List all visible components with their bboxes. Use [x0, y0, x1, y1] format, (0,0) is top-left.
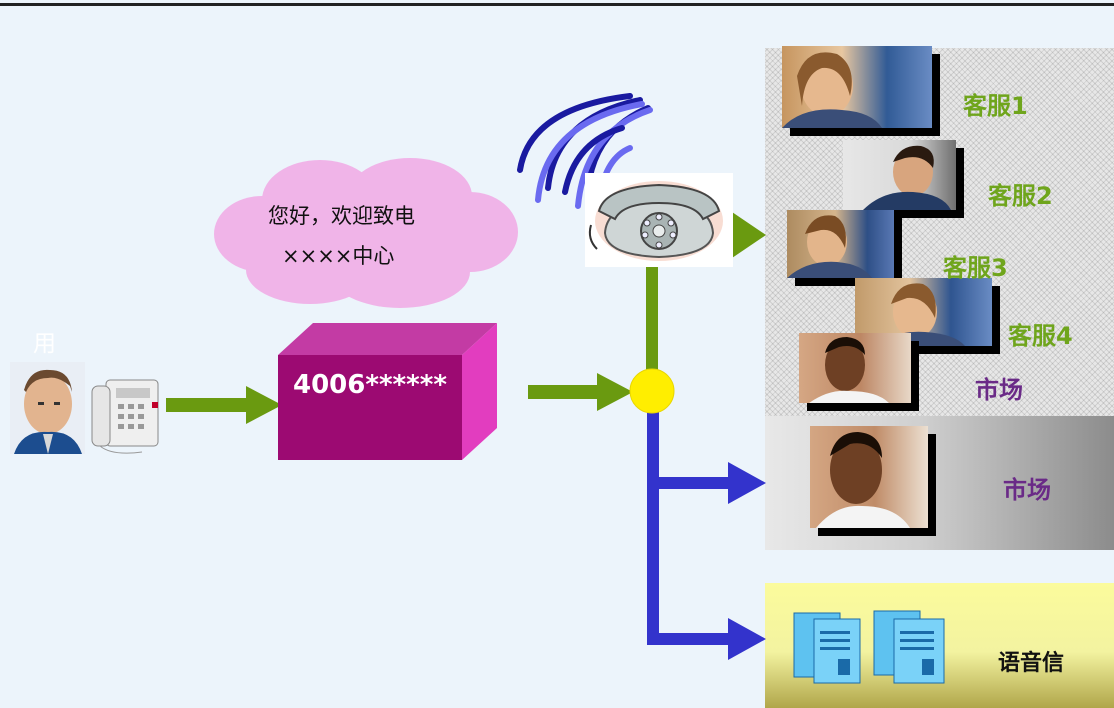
greeting-cloud: [214, 158, 518, 308]
line-junction-to-phone: [646, 266, 658, 372]
agent-photo-5: [799, 333, 911, 403]
marketing-photo: [810, 426, 928, 528]
marketing-label: 市场: [1003, 476, 1051, 504]
wave-icon: [517, 93, 653, 209]
arrow-user-to-box: [166, 386, 282, 424]
server-icon: [790, 607, 970, 687]
agent-photo-1: [782, 46, 932, 128]
blue-routing-lines: [647, 410, 766, 660]
user-label: 用: [33, 331, 56, 357]
voicemail-label: 语音信: [998, 651, 1065, 676]
arrow-phone-to-agents: [732, 212, 766, 258]
agent-label-4: 客服4: [1008, 322, 1073, 350]
user-photo: [10, 362, 85, 454]
arrow-box-to-junction: [528, 373, 633, 411]
agent-photo-3: [787, 210, 894, 278]
top-rule: [0, 3, 1114, 6]
desk-phone-icon: [82, 376, 168, 456]
switch-number: 4006******: [293, 370, 447, 400]
ringing-phone-icon: [585, 173, 733, 267]
agent-label-5: 市场: [975, 376, 1023, 404]
agent-label-2: 客服2: [988, 182, 1053, 210]
switch-box: [278, 323, 497, 460]
greeting-line-2: ××××中心: [282, 244, 395, 268]
agent-label-3: 客服3: [943, 254, 1008, 282]
agent-photo-2: [843, 140, 956, 210]
agent-label-1: 客服1: [963, 92, 1028, 120]
junction-node: [629, 368, 675, 414]
greeting-line-1: 您好，欢迎致电: [268, 204, 415, 228]
